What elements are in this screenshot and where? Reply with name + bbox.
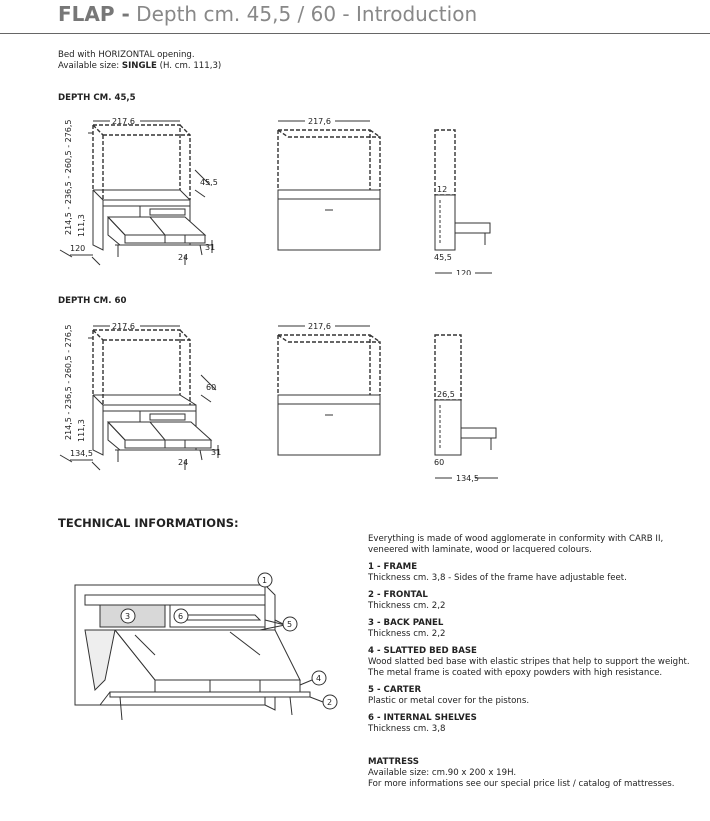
callout-markers: 1 2 3 4 5 6 xyxy=(120,572,338,710)
dim-foot: 24 xyxy=(178,458,188,467)
dim-open-depth: 134,5 xyxy=(70,449,93,458)
side-dim-open: 120 xyxy=(456,269,471,275)
spec-title: 4 - SLATTED BED BASE xyxy=(368,646,477,656)
dim-foot: 24 xyxy=(178,253,188,262)
side-dim-top: 12 xyxy=(437,185,447,194)
front-dim-width: 217,6 xyxy=(308,117,331,126)
spec-text: Thickness cm. 3,8 xyxy=(368,724,446,734)
mattress-size: Available size: cm.90 x 200 x 19H. xyxy=(368,768,517,778)
side-dim-top: 26,5 xyxy=(437,390,455,399)
technical-heading: TECHNICAL INFORMATIONS: xyxy=(58,516,239,530)
intro-line2: Available size: SINGLE (H. cm. 111,3) xyxy=(58,61,221,72)
spec-title: 1 - FRAME xyxy=(368,562,418,572)
spec-text: Plastic or metal cover for the pistons. xyxy=(368,696,530,706)
callout-1 xyxy=(257,572,273,588)
callout-label: 5 xyxy=(287,620,292,629)
mattress-note: For more informations see our special pr… xyxy=(368,779,675,789)
dim-depth: 45,5 xyxy=(200,178,218,187)
front-dim-width: 217,6 xyxy=(308,322,331,331)
dim-base: 31 xyxy=(211,448,221,457)
title-rest: Depth cm. 45,5 / 60 - Introduction xyxy=(129,2,478,26)
title-bold: FLAP - xyxy=(58,2,130,26)
side-dim-open: 134,5 xyxy=(456,474,479,483)
mattress-title: MATTRESS xyxy=(368,757,419,767)
depth-60-drawings: 217,6 60 214,5 - 236,5 - 260,5 - 276,5 1… xyxy=(59,322,498,483)
spec-title: 5 - CARTER xyxy=(368,685,422,695)
spec-text: Thickness cm. 3,8 - Sides of the frame h… xyxy=(368,573,627,583)
front-view xyxy=(277,129,381,251)
callout-3 xyxy=(120,608,136,624)
spec-title: 2 - FRONTAL xyxy=(368,590,428,600)
spec-title: 6 - INTERNAL SHELVES xyxy=(368,713,477,723)
section-heading: DEPTH CM. 60 xyxy=(58,296,127,306)
callout-2 xyxy=(322,694,338,710)
spec-title: 3 - BACK PANEL xyxy=(368,618,444,628)
dim-depth: 60 xyxy=(206,383,216,392)
isometric-view xyxy=(59,329,219,471)
spec-text: Thickness cm. 2,2 xyxy=(368,629,446,639)
dim-heights: 214,5 - 236,5 - 260,5 - 276,5 xyxy=(64,324,73,440)
side-dim-depth: 45,5 xyxy=(434,253,452,262)
size-label: Available size: xyxy=(58,61,122,71)
spec-text: Thickness cm. 2,2 xyxy=(368,601,446,611)
callout-label: 3 xyxy=(125,612,130,621)
size-height: (H. cm. 111,3) xyxy=(156,61,222,71)
front-view xyxy=(277,334,381,456)
isometric-view xyxy=(59,124,213,266)
dim-width: 217,6 xyxy=(112,322,135,331)
section-heading: DEPTH CM. 45,5 xyxy=(58,93,136,103)
intro-text: Bed with HORIZONTAL opening. Available s… xyxy=(58,50,221,72)
size-value: SINGLE xyxy=(121,61,157,71)
dim-width: 217,6 xyxy=(112,117,135,126)
callout-label: 4 xyxy=(316,674,321,683)
callout-label: 6 xyxy=(178,612,183,621)
callout-label: 1 xyxy=(262,576,267,585)
callout-label: 2 xyxy=(327,698,332,707)
intro-line1: Bed with HORIZONTAL opening. xyxy=(58,50,195,60)
depth-45-drawings: 217,6 45,5 214,5 - 236,5 - 260,5 - 276,5… xyxy=(59,117,492,275)
materials-intro: Everything is made of wood agglomerate i… xyxy=(368,534,664,555)
technical-exploded-drawing: 1 2 3 4 5 6 xyxy=(74,572,338,721)
spec-text: Wood slatted bed base with elastic strip… xyxy=(368,657,690,678)
callout-4 xyxy=(311,670,327,686)
dim-bed-height: 111,3 xyxy=(77,419,86,442)
callout-5 xyxy=(282,616,298,632)
technical-description: Everything is made of wood agglomerate i… xyxy=(368,534,698,790)
side-dim-depth: 60 xyxy=(434,458,444,467)
dim-heights: 214,5 - 236,5 - 260,5 - 276,5 xyxy=(64,119,73,235)
dim-base: 31 xyxy=(205,243,215,252)
side-view xyxy=(434,334,498,479)
dim-open-depth: 120 xyxy=(70,244,85,253)
side-view xyxy=(434,129,492,274)
title-rule xyxy=(0,33,710,34)
page-title: FLAP - Depth cm. 45,5 / 60 - Introductio… xyxy=(58,2,477,26)
callout-6 xyxy=(173,608,189,624)
dim-bed-height: 111,3 xyxy=(77,214,86,237)
